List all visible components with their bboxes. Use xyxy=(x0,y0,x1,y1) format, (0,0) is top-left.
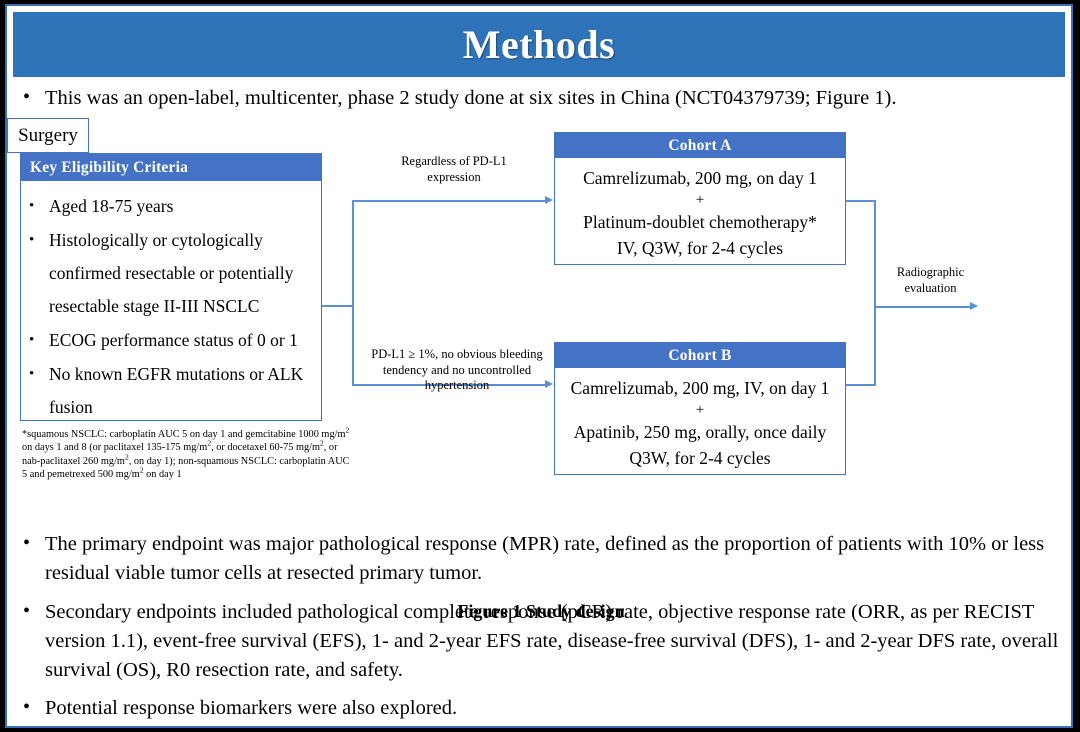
footnote-part: , on day 1); non-squamous NSCLC: carbopl… xyxy=(22,455,350,481)
eligibility-list: • Aged 18-75 years • Histologically or c… xyxy=(21,181,321,424)
edge-label-to-cohort-b: PD-L1 ≥ 1%, no obvious bleeding tendency… xyxy=(371,347,543,392)
bullet-marker: • xyxy=(23,532,31,554)
figure-caption: Figure 1 Study design xyxy=(457,601,625,621)
surgery-label: Surgery xyxy=(18,124,78,146)
slide-canvas: Methods • This was an open-label, multic… xyxy=(5,4,1073,728)
cohort-a-plus: + xyxy=(695,192,705,208)
cohort-b-header: Cohort B xyxy=(555,343,845,368)
footnote-superscript: 2 xyxy=(139,465,144,475)
cohort-b-line-3: Q3W, for 2-4 cycles xyxy=(629,448,771,468)
primary-endpoint-bullet-row: • The primary endpoint was major patholo… xyxy=(23,530,1063,588)
cohort-b-line-1: Camrelizumab, 200 mg, IV, on day 1 xyxy=(570,378,830,398)
footnote-superscript: 2 xyxy=(345,425,350,435)
cohort-a-box: Cohort A Camrelizumab, 200 mg, on day 1 … xyxy=(554,132,846,265)
surgery-box: Surgery xyxy=(7,118,89,153)
footnote-superscript: 2 xyxy=(124,452,129,462)
secondary-endpoint-text: Secondary endpoints included pathologica… xyxy=(45,601,1059,681)
eligibility-header: Key Eligibility Criteria xyxy=(21,154,321,181)
cohort-a-body: Camrelizumab, 200 mg, on day 1 + Platinu… xyxy=(555,158,845,261)
primary-endpoint-text: The primary endpoint was major pathologi… xyxy=(45,533,1045,584)
intro-bullet-text: This was an open-label, multicenter, pha… xyxy=(45,87,897,109)
biomarker-bullet-row: • Potential response biomarkers were als… xyxy=(23,694,1063,723)
figure-footnote: *squamous NSCLC: carboplatin AUC 5 on da… xyxy=(22,425,352,482)
list-item: • Aged 18-75 years xyxy=(29,190,315,223)
footnote-superscript: 2 xyxy=(320,438,324,448)
connector-split-vertical xyxy=(352,200,354,386)
bullet-marker: • xyxy=(23,696,31,718)
footnote-part: , or docetaxel 60-75 mg/m xyxy=(211,442,321,454)
footnote-superscript: 2 xyxy=(207,438,212,448)
cohort-b-line-2: Apatinib, 250 mg, orally, once daily xyxy=(573,422,827,442)
connector-cohort-a-out xyxy=(846,200,876,202)
connector-to-cohort-b xyxy=(352,384,546,386)
connector-cohort-b-out xyxy=(846,384,876,386)
eligibility-item-text: No known EGFR mutations or ALK fusion xyxy=(49,364,304,417)
arrowhead-to-surgery-icon xyxy=(970,302,978,310)
page-title: Methods xyxy=(462,22,616,67)
eligibility-item-text: Aged 18-75 years xyxy=(49,196,174,216)
list-item: • ECOG performance status of 0 or 1 xyxy=(29,324,315,357)
connector-to-cohort-a xyxy=(352,200,546,202)
connector-eligibility-stub xyxy=(322,305,354,307)
cohort-a-header: Cohort A xyxy=(555,133,845,158)
study-design-figure: Key Eligibility Criteria • Aged 18-75 ye… xyxy=(7,118,1075,621)
arrowhead-to-cohort-b-icon xyxy=(545,380,553,388)
cohort-b-plus: + xyxy=(695,402,705,418)
slide-title-bar: Methods xyxy=(13,12,1065,77)
bullet-marker: • xyxy=(29,232,35,248)
bullet-marker: • xyxy=(29,366,35,382)
bullet-marker: • xyxy=(29,198,35,214)
bullet-marker: • xyxy=(23,600,31,622)
list-item: • No known EGFR mutations or ALK fusion xyxy=(29,358,315,424)
edge-label-to-surgery: Radiographic evaluation xyxy=(896,265,965,295)
footnote-part: *squamous NSCLC: carboplatin AUC 5 on da… xyxy=(22,429,346,440)
eligibility-item-text: Histologically or cytologically confirme… xyxy=(49,230,294,316)
cohort-b-body: Camrelizumab, 200 mg, IV, on day 1 + Apa… xyxy=(555,368,845,471)
bullet-marker: • xyxy=(29,332,35,348)
cohort-a-line-3: IV, Q3W, for 2-4 cycles xyxy=(616,238,784,258)
cohort-a-line-2: Platinum-doublet chemotherapy* xyxy=(583,212,817,232)
edge-label-to-cohort-a: Regardless of PD-L1 expression xyxy=(401,154,507,184)
footnote-part: on day 1 xyxy=(143,469,182,481)
cohort-b-box: Cohort B Camrelizumab, 200 mg, IV, on da… xyxy=(554,342,846,475)
list-item: • Histologically or cytologically confir… xyxy=(29,224,315,323)
connector-to-surgery xyxy=(874,306,973,308)
eligibility-item-text: ECOG performance status of 0 or 1 xyxy=(49,330,298,350)
secondary-endpoint-bullet-row: • Secondary endpoints included pathologi… xyxy=(23,598,1063,685)
arrowhead-to-cohort-a-icon xyxy=(545,196,553,204)
intro-bullet-row: • This was an open-label, multicenter, p… xyxy=(23,84,1059,113)
biomarker-text: Potential response biomarkers were also … xyxy=(45,697,458,719)
footnote-part: on days 1 and 8 (or paclitaxel 135-175 m… xyxy=(22,442,208,454)
cohort-a-line-1: Camrelizumab, 200 mg, on day 1 xyxy=(583,168,817,188)
eligibility-criteria-box: Key Eligibility Criteria • Aged 18-75 ye… xyxy=(20,153,322,421)
footnote-part: , or nab-paclitaxel 260 mg/m xyxy=(22,442,338,467)
bullet-marker: • xyxy=(23,86,31,108)
connector-merge-vertical xyxy=(874,200,876,386)
